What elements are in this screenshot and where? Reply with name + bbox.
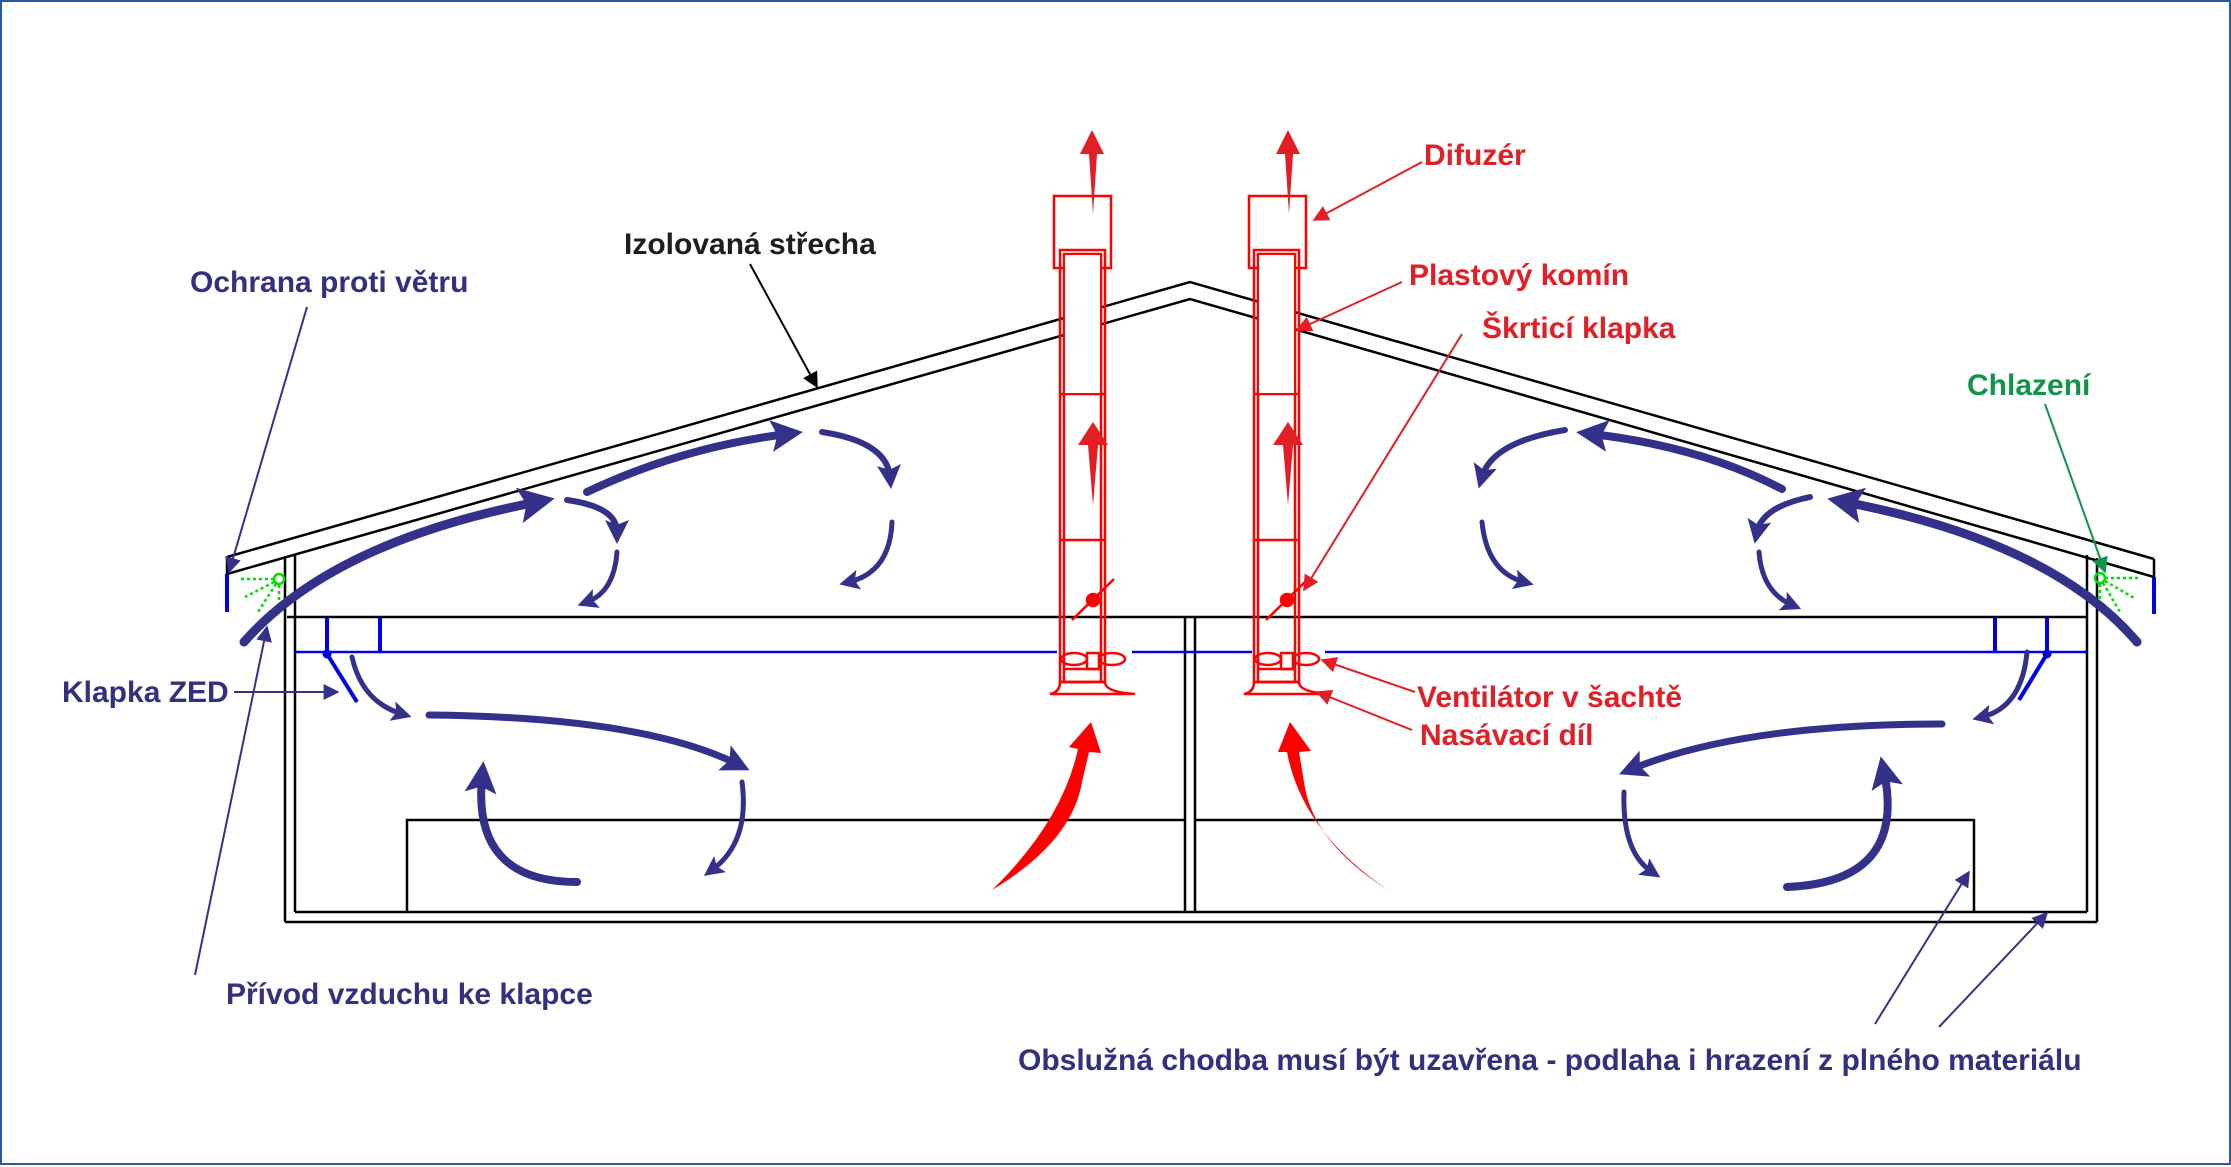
label-shaft-fan: Ventilátor v šachtě (1417, 681, 1682, 714)
label-throttle-flap: Škrticí klapka (1482, 311, 1676, 345)
leader-wind-protection (225, 306, 308, 574)
chimney-right (1243, 194, 1330, 696)
label-diffuser: Difuzér (1424, 139, 1526, 172)
zed-flap-right (1993, 618, 2052, 702)
label-wind-protection: Ochrana proti větru (190, 266, 468, 299)
airflow-arrow (1783, 756, 1903, 891)
leader-intake-part (1315, 689, 1413, 731)
label-corridor-note: Obslužná chodba musí být uzavřena - podl… (1018, 1044, 2082, 1077)
leader-corridor-2 (1938, 911, 2049, 1028)
airflow-arrow (839, 519, 895, 590)
leader-insulated-roof (749, 263, 818, 389)
fan-right (1253, 651, 1321, 671)
airflow-arrow (703, 779, 746, 876)
exhaust-arrows (1078, 130, 1303, 505)
airflow-arrow (1972, 649, 2030, 725)
airflow-arrow (1756, 549, 1802, 611)
leader-shaft-fan (1320, 657, 1416, 693)
intake-arrow-right (1278, 722, 1388, 890)
intake-arrow-left (992, 722, 1101, 890)
leader-plastic-chimney (1295, 281, 1403, 332)
label-cooling: Chlazení (1967, 369, 2092, 402)
intake-arrows (992, 722, 1388, 890)
leader-diffuser (1312, 161, 1423, 221)
label-intake-part: Nasávací díl (1420, 719, 1593, 752)
roof-outer-line (226, 280, 2155, 561)
airflow-arrow (819, 429, 901, 489)
airflow-arrow (1747, 494, 1813, 544)
leader-cooling (2044, 403, 2108, 574)
airflow-arrow (425, 711, 750, 771)
airflow-arrow (464, 761, 581, 886)
throttle-damper-right (1265, 578, 1309, 621)
chimney-left (1049, 194, 1136, 696)
airflow-arrow (1479, 519, 1534, 590)
exhaust-arrow-mid-left (1078, 422, 1108, 505)
leader-lines (194, 161, 2108, 1028)
leader-throttle-flap (1303, 333, 1463, 592)
airflow-arrow (564, 497, 629, 544)
airflow-arrow (1473, 427, 1568, 489)
label-insulated-roof: Izolovaná střecha (624, 228, 876, 261)
airflow-arrow (239, 487, 555, 647)
throttle-damper-left (1071, 578, 1115, 621)
airflow-arrow (577, 549, 620, 608)
intake-part-left (1049, 681, 1136, 696)
airflow-arrow (1619, 720, 1946, 777)
zed-flap-left (322, 618, 382, 704)
intake-part-right (1243, 681, 1330, 696)
leader-air-supply (194, 625, 272, 976)
exhaust-arrow-top-left (1080, 130, 1104, 214)
label-zed-flap: Klapka ZED (62, 676, 229, 709)
roof-inner-line (226, 297, 2155, 579)
airflow-arrow (1576, 419, 1786, 493)
exhaust-arrow-mid-right (1273, 422, 1303, 505)
fan-left (1059, 651, 1127, 671)
corridor-left (405, 818, 1185, 912)
label-plastic-chimney: Plastový komín (1409, 259, 1629, 292)
inlet-line (225, 574, 2156, 704)
corridor-right (1195, 818, 1976, 912)
exhaust-arrow-top-right (1276, 130, 1300, 214)
airflow-arrow (1621, 789, 1661, 878)
airflow-arrow (1827, 487, 2142, 647)
airflow-arrows (239, 419, 2142, 891)
building-structure (225, 280, 2156, 924)
airflow-arrow (583, 420, 803, 496)
leader-corridor-1 (1874, 870, 1970, 1025)
airflow-arrow (349, 654, 412, 721)
label-air-supply: Přívod vzduchu ke klapce (226, 978, 593, 1011)
